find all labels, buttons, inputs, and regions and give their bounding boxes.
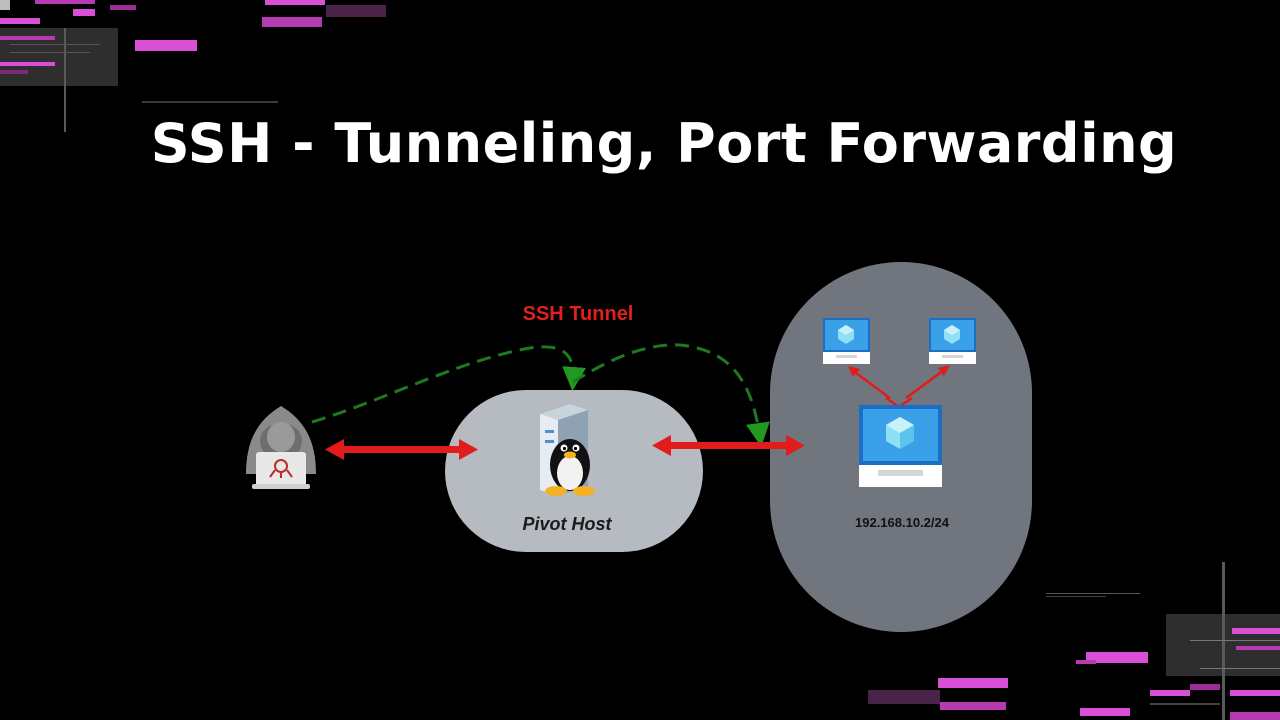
linux-server-icon xyxy=(540,404,595,496)
network-host-monitor-icon xyxy=(823,318,870,364)
ssh-tunnel-label: SSH Tunnel xyxy=(523,303,634,325)
pivot-host-label: Pivot Host xyxy=(522,514,612,534)
network-host-monitor-icon xyxy=(929,318,976,364)
ssh-tunnel-path xyxy=(311,343,770,447)
glitch-top-left xyxy=(0,0,386,132)
link-pivot-network xyxy=(652,435,805,456)
target-network-label: 192.168.10.2/24 xyxy=(855,515,950,530)
glitch-bottom-right xyxy=(868,562,1280,720)
hacker-icon xyxy=(246,406,316,489)
link-attacker-pivot xyxy=(325,439,478,460)
host-fanout-arrows xyxy=(848,365,950,408)
page-title: SSH - Tunneling, Port Forwarding xyxy=(150,112,1178,175)
target-host-monitor-icon xyxy=(859,405,942,487)
